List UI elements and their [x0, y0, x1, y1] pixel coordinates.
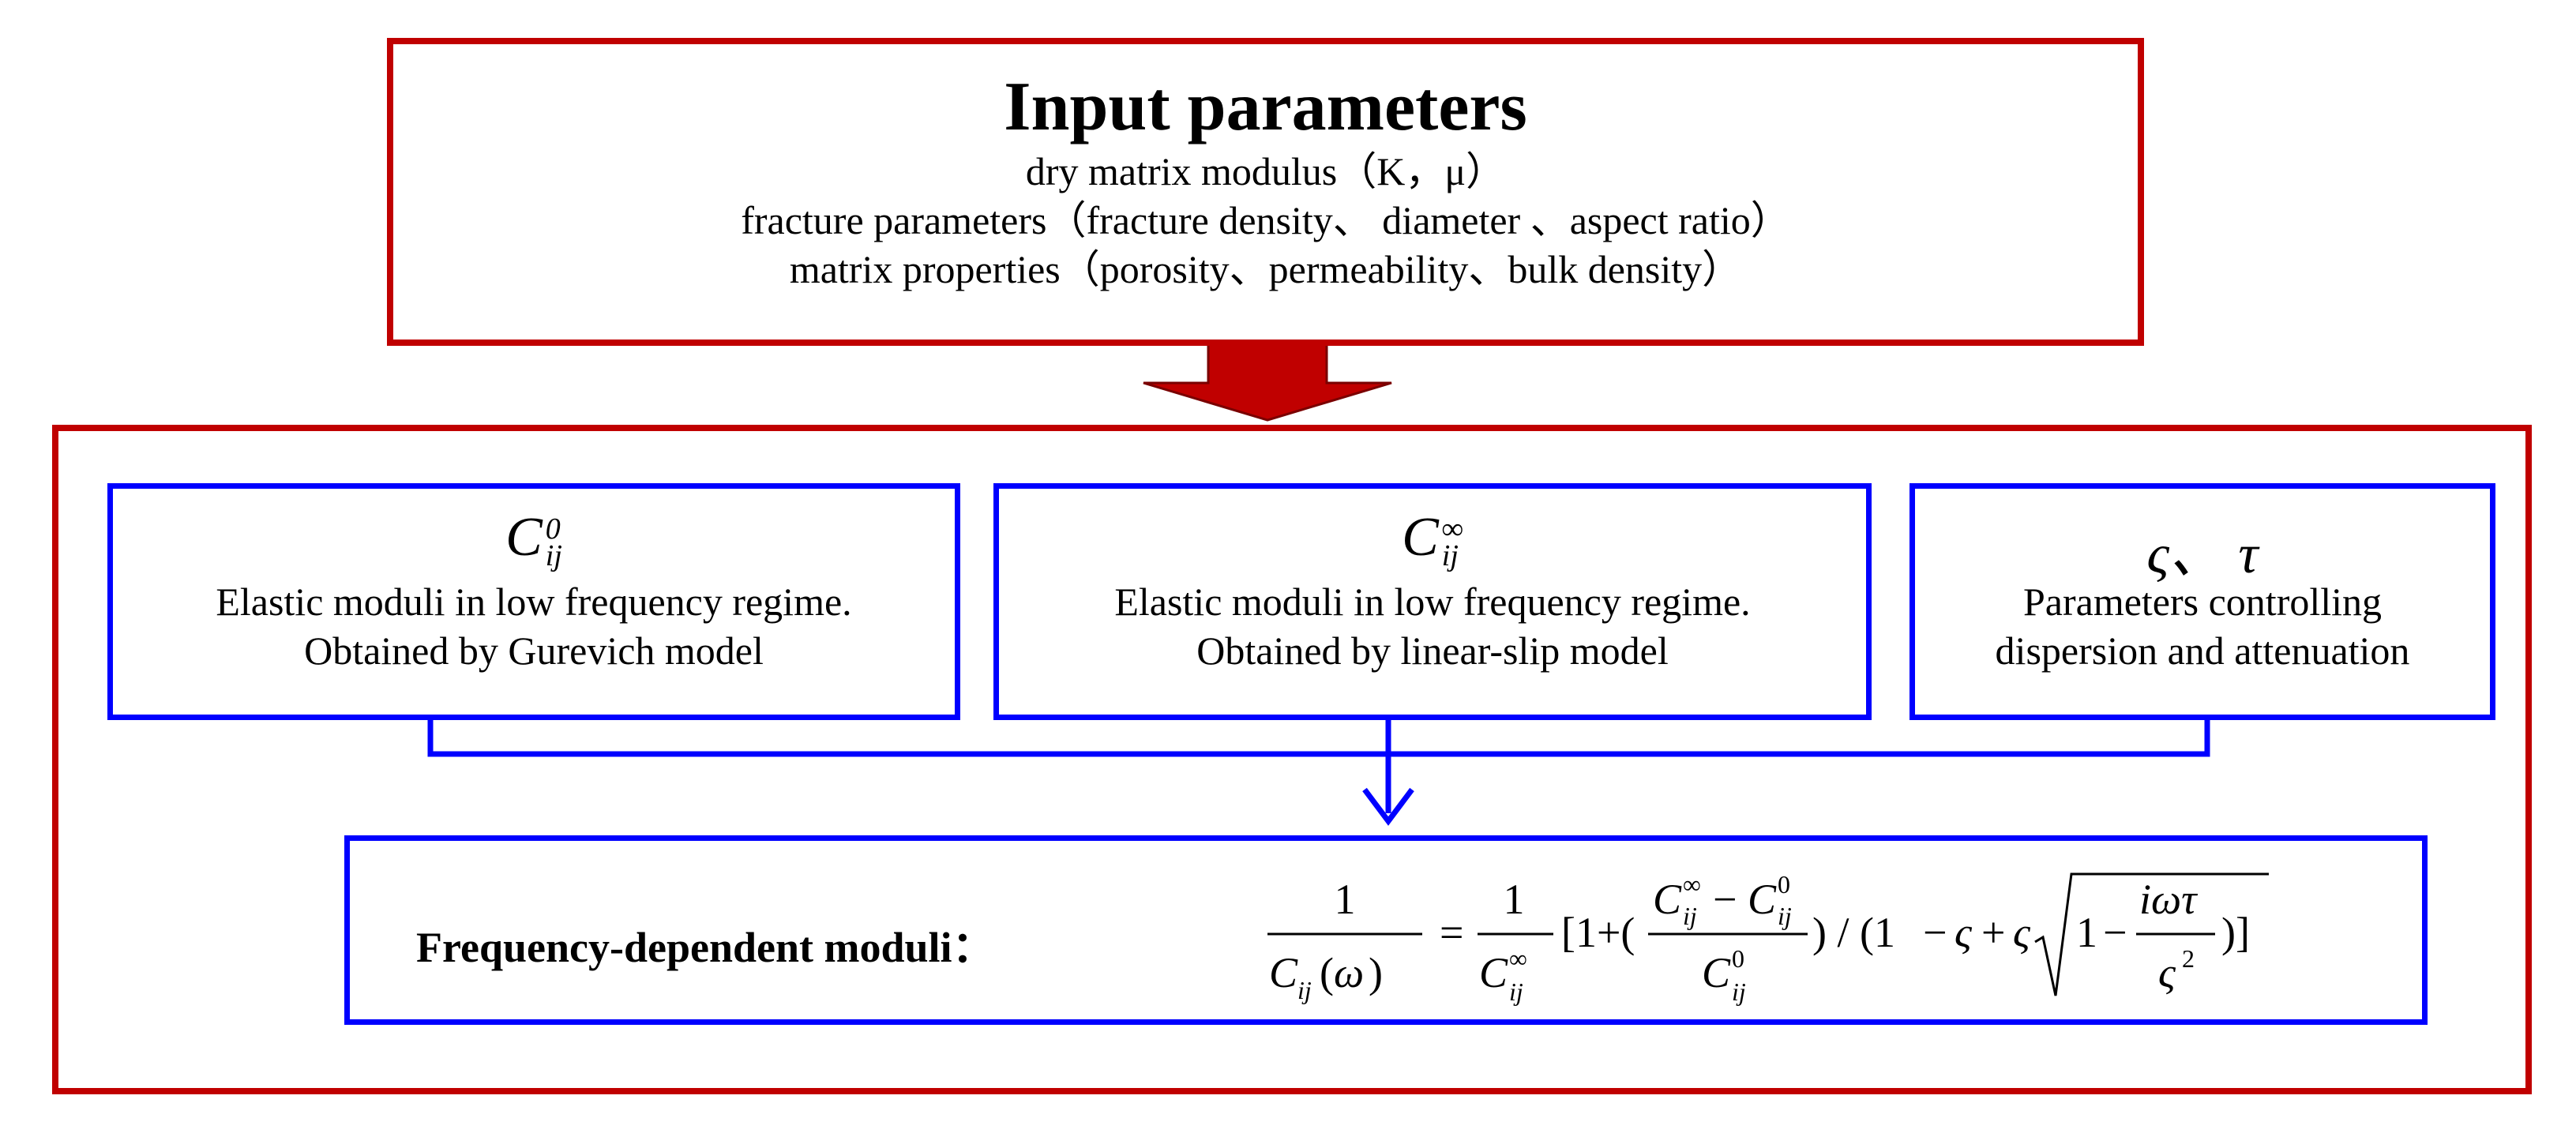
connector-arrow-icon — [1362, 787, 1414, 826]
svg-text:)]: )] — [2221, 909, 2250, 956]
box2-line2: Obtained by linear-slip model — [1196, 628, 1669, 673]
svg-text:0: 0 — [1778, 870, 1790, 899]
frequency-dependent-label: Frequency-dependent moduli： — [416, 924, 995, 971]
frequency-dependent-equation: 1 C ij ( ω ) = 1 C ∞ ij [1+( C ∞ ij − C … — [1267, 870, 2269, 1006]
svg-text:) / (1: ) / (1 — [1812, 909, 1895, 956]
svg-text:2: 2 — [2182, 944, 2195, 973]
box3-line1: Parameters controlling — [2022, 580, 2383, 624]
box1-line1: Elastic moduli in low frequency regime. — [216, 580, 852, 624]
box2-line1: Elastic moduli in low frequency regime. — [1114, 580, 1751, 624]
svg-text:∞: ∞ — [1509, 944, 1527, 973]
svg-text:ij: ij — [1778, 902, 1792, 930]
svg-text:C: C — [1702, 949, 1731, 996]
svg-text:ς: ς — [1955, 909, 1973, 956]
svg-text:C: C — [1653, 876, 1682, 923]
svg-text:): ) — [1369, 949, 1383, 996]
svg-text:ij: ij — [1297, 976, 1312, 1004]
svg-text:[1+(: [1+( — [1561, 909, 1635, 956]
svg-text:1: 1 — [1335, 876, 1356, 923]
box3-line2: dispersion and attenuation — [1995, 628, 2410, 673]
symbol-c-ij-inf: C∞ij — [1402, 507, 1463, 572]
svg-text:iωτ: iωτ — [2139, 876, 2198, 923]
svg-text:∞: ∞ — [1683, 870, 1701, 899]
svg-text:C: C — [1479, 949, 1508, 996]
svg-text:C: C — [1748, 876, 1777, 923]
svg-text:−: − — [2103, 909, 2127, 956]
svg-text:ij: ij — [1732, 977, 1746, 1006]
input-line-fracture: fracture parameters（fracture density、 di… — [741, 198, 1790, 242]
input-line-matrix: matrix properties（porosity、permeability、… — [789, 247, 1742, 291]
svg-text:−: − — [1923, 909, 1947, 956]
svg-text:ς: ς — [2158, 949, 2176, 996]
input-line-dry-matrix: dry matrix modulus（K，μ） — [1025, 149, 1506, 193]
symbol-varsigma-tau: ς、 τ — [2146, 524, 2259, 585]
svg-text:(: ( — [1320, 949, 1334, 996]
svg-text:ij: ij — [1509, 977, 1523, 1006]
input-parameters-box: Input parameters dry matrix modulus（K，μ）… — [387, 38, 2144, 346]
svg-text:−: − — [1713, 876, 1737, 923]
input-title: Input parameters — [1004, 69, 1527, 145]
svg-text:ς: ς — [2013, 909, 2031, 956]
svg-text:1: 1 — [2076, 909, 2097, 956]
down-arrow-icon — [1143, 340, 1392, 422]
svg-text:C: C — [1269, 949, 1298, 996]
svg-text:0: 0 — [1732, 944, 1744, 973]
frequency-dependent-moduli-box: Frequency-dependent moduli： 1 C ij ( ω )… — [344, 835, 2428, 1025]
model-box — [52, 425, 2532, 1094]
svg-text:ij: ij — [1683, 902, 1697, 930]
dispersion-parameters-box: ς、 τ Parameters controlling dispersion a… — [1909, 483, 2495, 720]
high-frequency-moduli-box: C∞ij Elastic moduli in low frequency reg… — [993, 483, 1872, 720]
merge-connector — [427, 720, 2210, 757]
svg-text:ω: ω — [1334, 949, 1364, 996]
svg-text:=: = — [1440, 909, 1463, 956]
box1-line2: Obtained by Gurevich model — [304, 628, 764, 673]
svg-text:+: + — [1981, 909, 2005, 956]
svg-text:1: 1 — [1504, 876, 1525, 923]
